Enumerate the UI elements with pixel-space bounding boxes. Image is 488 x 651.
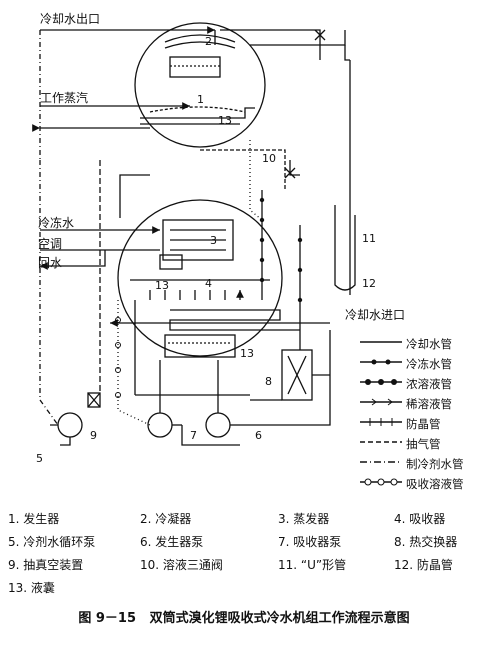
component-item: 12. 防晶管 — [394, 558, 453, 572]
legend-line-solid-icon — [360, 341, 402, 343]
component-item: 5. 冷剂水循环泵 — [8, 535, 96, 549]
solution-pipe-markers — [259, 197, 303, 303]
component-item: 6. 发生器泵 — [140, 535, 204, 549]
component-item: 11. “U”形管 — [278, 558, 347, 572]
upper-shell — [134, 22, 266, 148]
legend-label: 抽气管 — [406, 437, 441, 451]
legend-line-dash-icon — [360, 441, 402, 443]
component-item: 2. 冷凝器 — [140, 512, 192, 526]
legend-label: 冷冻水管 — [406, 357, 452, 371]
legend-label: 吸收溶液管 — [406, 477, 464, 491]
legend-line-dot-icon — [360, 359, 402, 365]
label-working-steam: 工作蒸汽 — [40, 91, 89, 105]
vacuum-unit — [87, 392, 101, 408]
legend-line-circle-icon — [360, 478, 402, 486]
legend-line-bead-icon — [360, 379, 402, 385]
legend-label: 浓溶液管 — [406, 377, 452, 391]
absorber-pump — [147, 412, 182, 438]
num-2: 2 — [205, 35, 212, 48]
num-8: 8 — [265, 375, 272, 388]
legend-row-refrigerant: 制冷剂水管 — [360, 453, 488, 475]
refrigerant-pump — [50, 412, 83, 446]
legend-row-concentrated: 浓溶液管 — [360, 373, 488, 395]
absorb-pipe-circles — [115, 317, 121, 398]
label-cooling-water-out: 冷却水出口 — [40, 12, 101, 26]
cooling-valve — [314, 29, 326, 41]
component-item: 13. 液囊 — [8, 581, 55, 595]
num-13c: 13 — [218, 114, 232, 127]
label-cooling-water-in: 冷却水进口 — [345, 308, 406, 322]
component-item: 1. 发生器 — [8, 512, 60, 526]
component-item: 8. 热交换器 — [394, 535, 458, 549]
condenser-tray — [169, 56, 221, 78]
lithium-bromide-chiller-diagram: 冷却水出口 工作蒸汽 冷冻水 空调 回水 冷却水进口 2 1 3 4 5 6 7… — [32, 12, 488, 495]
num-13a: 13 — [155, 279, 169, 292]
sump — [164, 334, 236, 358]
component-item: 9. 抽真空装置 — [8, 558, 84, 572]
label-chilled-water: 冷冻水 — [38, 216, 75, 230]
figure-title: 双筒式溴化锂吸收式冷水机组工作流程示意图 — [149, 611, 410, 626]
u-tube — [334, 205, 356, 291]
evaporator-tray — [162, 219, 234, 261]
legend-row-anticrystal: 防晶管 — [360, 413, 488, 435]
num-12: 12 — [362, 277, 376, 290]
legend-row-chilled: 冷冻水管 — [360, 353, 488, 375]
label-ac-return-1: 空调 — [38, 237, 63, 251]
num-3: 3 — [210, 234, 217, 247]
num-13b: 13 — [240, 347, 254, 360]
figure-caption: 图 9－15 双筒式溴化锂吸收式冷水机组工作流程示意图 — [0, 610, 488, 628]
component-item: 10. 溶液三通阀 — [140, 558, 223, 572]
num-1: 1 — [197, 93, 204, 106]
absorber-spray — [149, 290, 240, 300]
num-9: 9 — [90, 429, 97, 442]
component-item: 4. 吸收器 — [394, 512, 446, 526]
legend-row-cooling: 冷却水管 — [360, 333, 488, 355]
num-6: 6 — [255, 429, 262, 442]
legend-line-dashdot-icon — [360, 461, 402, 463]
legend-line-arrow-icon — [360, 398, 402, 406]
num-7: 7 — [190, 429, 197, 442]
figure-number: 图 9－15 — [78, 611, 137, 626]
legend-line-tick-icon — [360, 418, 402, 426]
legend-label: 防晶管 — [406, 417, 441, 431]
lower-shell — [117, 199, 283, 357]
component-item: 3. 蒸发器 — [278, 512, 330, 526]
legend-label: 冷却水管 — [406, 337, 452, 351]
diagram-svg — [32, 22, 356, 446]
legend-label: 稀溶液管 — [406, 397, 452, 411]
num-11: 11 — [362, 232, 376, 245]
num-4: 4 — [205, 277, 212, 290]
component-item: 7. 吸收器泵 — [278, 535, 342, 549]
component-list: 1. 发生器 2. 冷凝器 3. 蒸发器 4. 吸收器 5. 冷剂水循环泵 6.… — [0, 508, 488, 608]
legend-row-purge: 抽气管 — [360, 433, 488, 455]
legend-label: 制冷剂水管 — [406, 457, 464, 471]
num-5: 5 — [36, 452, 43, 465]
legend-row-absorb: 吸收溶液管 — [360, 473, 488, 495]
legend-row-dilute: 稀溶液管 — [360, 393, 488, 415]
num-10: 10 — [262, 152, 276, 165]
generator-tubes — [140, 107, 255, 119]
generator-pump — [205, 412, 240, 438]
three-way-valve — [284, 167, 296, 179]
label-ac-return-2: 回水 — [38, 256, 63, 270]
